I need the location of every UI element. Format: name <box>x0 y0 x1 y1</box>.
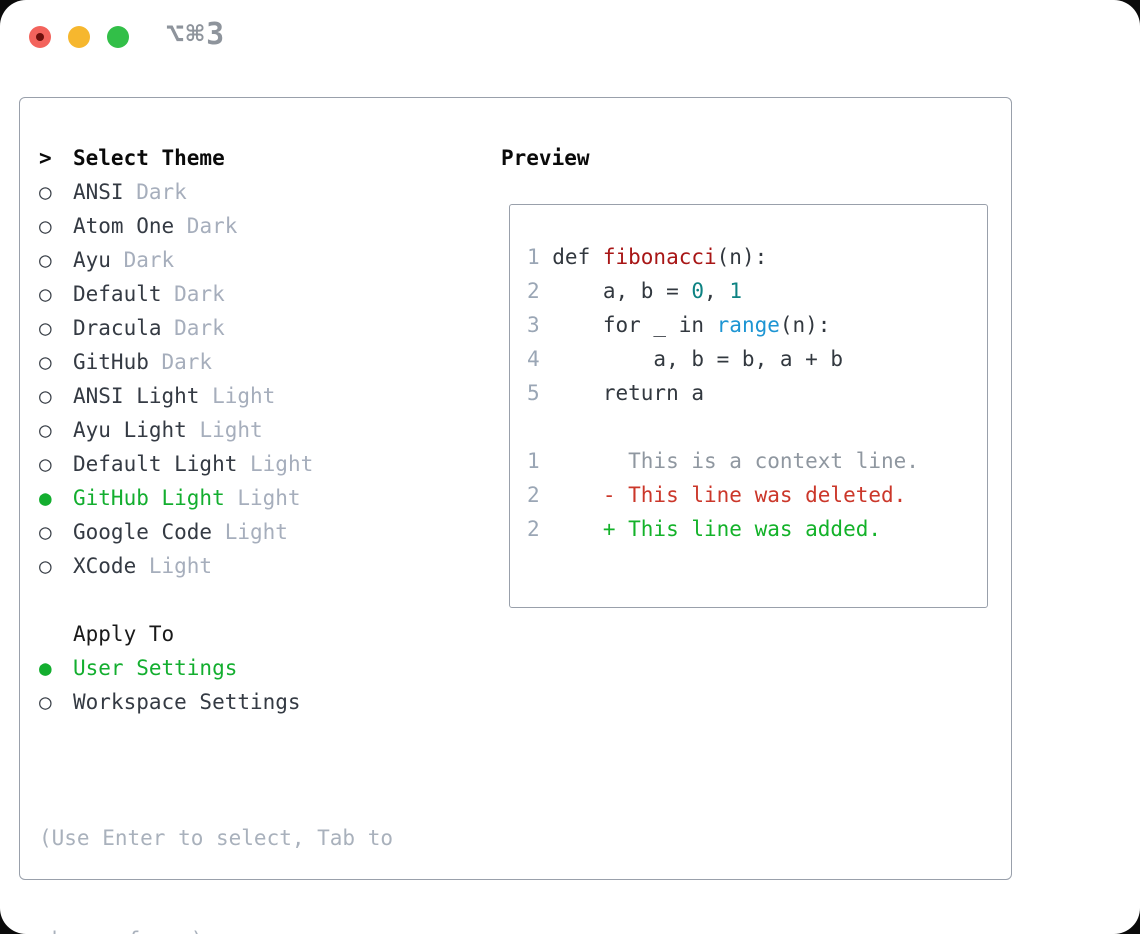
theme-option-default-light[interactable]: ○ Default Light Light <box>39 447 393 481</box>
theme-variant-tag: Dark <box>174 316 225 340</box>
theme-variant-tag: Light <box>237 486 301 510</box>
code-line: 3 for _ in range(n): <box>527 308 979 342</box>
theme-option-dracula-dark[interactable]: ○ Dracula Dark <box>39 311 393 345</box>
theme-list: > Select Theme ○ ANSI Dark ○ Atom One Da… <box>39 141 393 934</box>
radio-icon: ○ <box>39 384 52 408</box>
close-button[interactable] <box>29 26 51 48</box>
theme-variant-tag: Light <box>199 418 263 442</box>
code-line: 2 a, b = 0, 1 <box>527 274 979 308</box>
radio-icon: ○ <box>39 452 52 476</box>
theme-variant-tag: Dark <box>136 180 187 204</box>
diff-line-deleted: 2 - This line was deleted. <box>527 478 979 512</box>
line-number: 5 <box>527 381 540 405</box>
select-theme-title: Select Theme <box>73 146 225 170</box>
radio-icon: ○ <box>39 690 52 714</box>
theme-option-ayu-dark[interactable]: ○ Ayu Dark <box>39 243 393 277</box>
keyboard-hint: (Use Enter to select, Tab to change focu… <box>39 753 393 934</box>
theme-variant-tag: Dark <box>174 282 225 306</box>
line-number: 2 <box>527 483 540 507</box>
apply-option-workspace-settings[interactable]: ○ Workspace Settings <box>39 685 393 719</box>
line-number: 2 <box>527 517 540 541</box>
line-number: 2 <box>527 279 540 303</box>
theme-variant-tag: Light <box>148 554 213 578</box>
theme-variant-tag: Light <box>224 520 288 544</box>
diff-line-context: 1 This is a context line. <box>527 444 979 478</box>
line-number: 4 <box>527 347 540 371</box>
radio-icon: ○ <box>39 248 52 272</box>
blank-line <box>527 410 979 444</box>
radio-icon: ○ <box>39 282 52 306</box>
code-line: 5 return a <box>527 376 979 410</box>
theme-option-github-light[interactable]: ● GitHub Light Light <box>39 481 393 515</box>
radio-selected-icon: ● <box>39 656 52 680</box>
radio-icon: ○ <box>39 554 52 578</box>
radio-icon: ○ <box>39 214 52 238</box>
theme-option-ayu-light[interactable]: ○ Ayu Light Light <box>39 413 393 447</box>
focus-caret-icon: > <box>39 146 52 170</box>
line-number: 1 <box>527 449 540 473</box>
theme-variant-tag: Dark <box>186 214 238 238</box>
select-theme-header: > Select Theme <box>39 141 393 175</box>
radio-icon: ○ <box>39 418 52 442</box>
apply-to-title: Apply To <box>73 622 175 646</box>
keyboard-hint-line1: (Use Enter to select, Tab to <box>39 826 394 850</box>
theme-option-xcode-light[interactable]: ○ XCode Light <box>39 549 393 583</box>
keyboard-shortcut-label: ⌥⌘3 <box>166 17 227 52</box>
line-number: 3 <box>527 313 540 337</box>
theme-option-ansi-light[interactable]: ○ ANSI Light Light <box>39 379 393 413</box>
code-line: 4 a, b = b, a + b <box>527 342 979 376</box>
theme-option-default-dark[interactable]: ○ Default Dark <box>39 277 393 311</box>
keyboard-hint-line2: change focus) <box>39 923 393 934</box>
theme-variant-tag: Dark <box>123 248 175 272</box>
preview-title: Preview <box>501 146 590 170</box>
close-dot-icon <box>36 33 44 41</box>
zoom-button[interactable] <box>107 26 129 48</box>
apply-to-header: Apply To <box>39 617 393 651</box>
theme-option-google-code-light[interactable]: ○ Google Code Light <box>39 515 393 549</box>
theme-variant-tag: Light <box>212 384 276 408</box>
theme-picker-panel: > Select Theme ○ ANSI Dark ○ Atom One Da… <box>19 97 1012 934</box>
line-number: 1 <box>527 245 540 269</box>
radio-icon: ○ <box>39 316 52 340</box>
radio-icon: ○ <box>39 180 52 204</box>
apply-option-user-settings[interactable]: ● User Settings <box>39 651 393 685</box>
theme-variant-tag: Light <box>250 452 314 476</box>
radio-icon: ○ <box>39 350 52 374</box>
radio-icon: ○ <box>39 520 52 544</box>
diff-line-added: 2 + This line was added. <box>527 512 979 546</box>
theme-option-github-dark[interactable]: ○ GitHub Dark <box>39 345 393 379</box>
theme-variant-tag: Dark <box>161 350 213 374</box>
minimize-button[interactable] <box>68 26 90 48</box>
radio-selected-icon: ● <box>39 486 52 510</box>
theme-option-atom-one-dark[interactable]: ○ Atom One Dark <box>39 209 393 243</box>
theme-option-ansi-dark[interactable]: ○ ANSI Dark <box>39 175 393 209</box>
